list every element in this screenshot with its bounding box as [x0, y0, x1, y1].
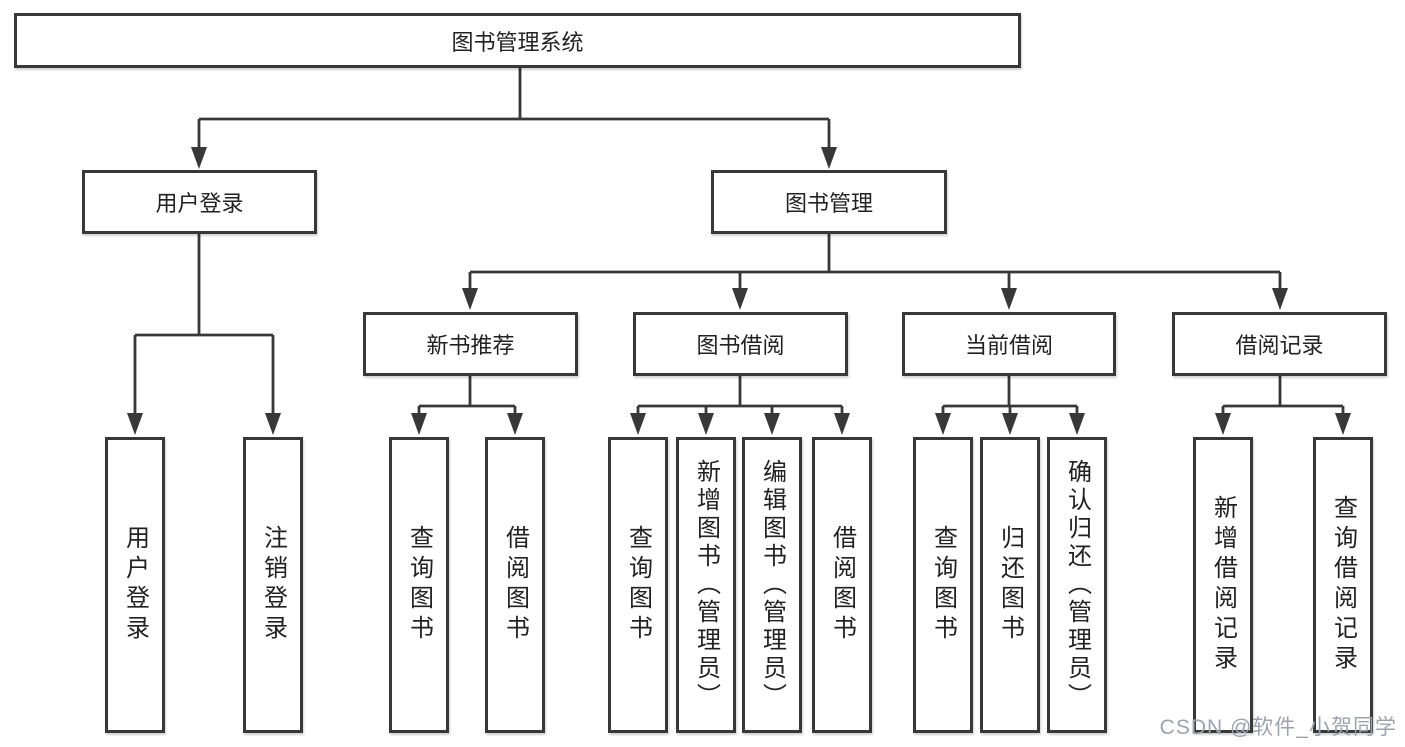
node-edit-book-admin: 编辑图书（管理员）	[742, 437, 802, 733]
node-user-login-leaf: 用户登录	[105, 437, 165, 733]
node-borrow-books-2: 借阅图书	[812, 437, 872, 733]
node-return-books: 归还图书	[980, 437, 1040, 733]
node-user-login: 用户登录	[82, 170, 317, 234]
node-borrowing-records: 借阅记录	[1172, 312, 1387, 376]
watermark: CSDN @软件_小贺同学	[1159, 716, 1397, 739]
node-book-borrowing: 图书借阅	[633, 312, 848, 376]
arrowheads	[127, 147, 1351, 435]
node-logout: 注销登录	[243, 437, 303, 733]
node-query-books: 查询图书	[389, 437, 449, 733]
node-query-borrow-record: 查询借阅记录	[1313, 437, 1373, 733]
node-confirm-return-admin: 确认归还（管理员）	[1047, 437, 1107, 733]
node-new-book-recommendation: 新书推荐	[363, 312, 578, 376]
node-add-book-admin: 新增图书（管理员）	[676, 437, 736, 733]
node-query-books-2: 查询图书	[608, 437, 668, 733]
node-library-management-system: 图书管理系统	[14, 13, 1021, 68]
node-current-borrowing: 当前借阅	[902, 312, 1116, 376]
node-add-borrow-record: 新增借阅记录	[1193, 437, 1253, 733]
node-query-books-3: 查询图书	[913, 437, 973, 733]
node-borrow-books: 借阅图书	[485, 437, 545, 733]
node-book-management: 图书管理	[711, 170, 947, 234]
